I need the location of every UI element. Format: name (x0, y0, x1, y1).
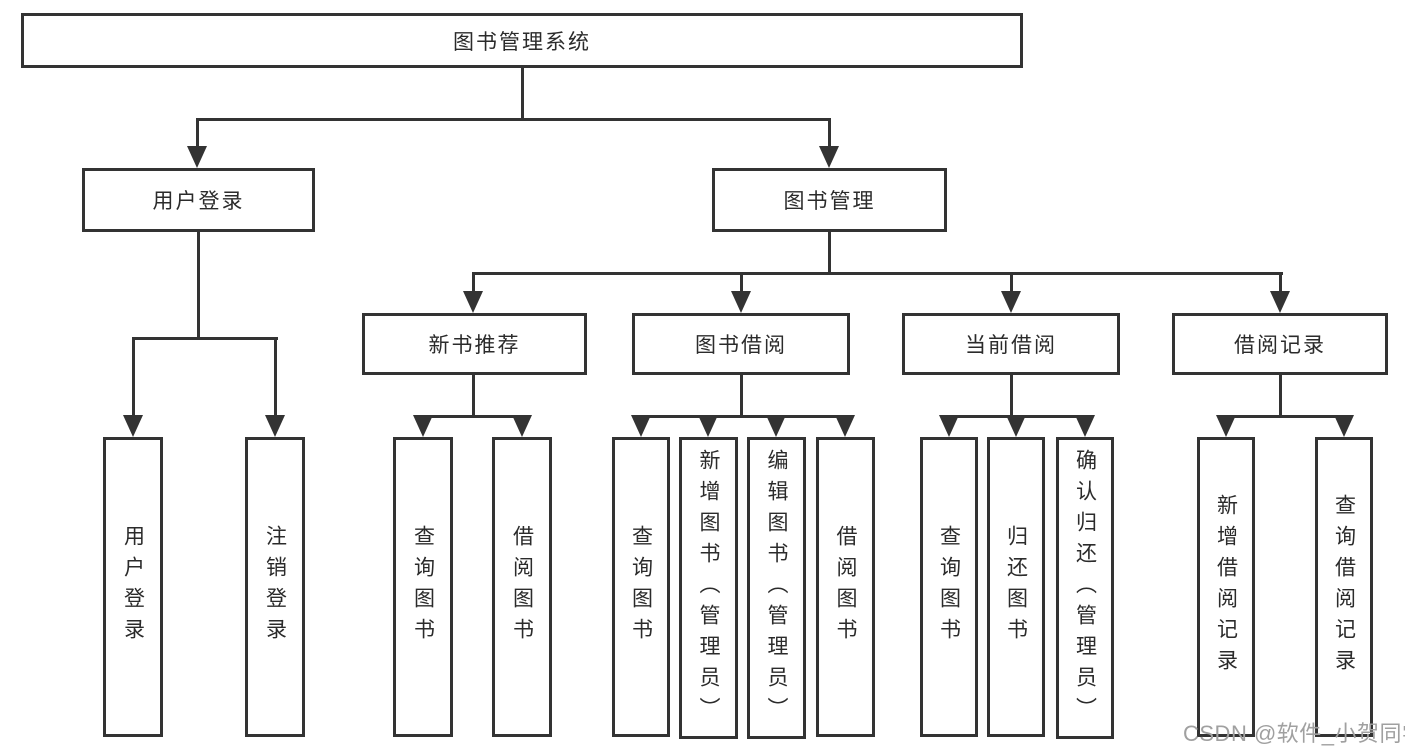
node-borrowing-records: 借阅记录 (1172, 313, 1388, 375)
connector-root-drop-right (828, 118, 831, 148)
connector-book-mgmt-stem (828, 232, 831, 275)
connector-book-mgmt-drop-1 (472, 272, 475, 294)
leaf-borrow-books-borrowing-label: 借阅图书 (834, 525, 857, 649)
leaf-borrow-books-recommend: 借阅图书 (492, 437, 552, 737)
leaf-add-book-admin: 新增图书（管理员） (679, 437, 738, 739)
node-user-login: 用户登录 (82, 168, 315, 232)
connector-root-stem (521, 68, 524, 121)
leaf-return-book-label: 归还图书 (1004, 525, 1028, 649)
leaf-add-book-admin-label: 新增图书（管理员） (697, 448, 720, 728)
connector-current-stem (1010, 375, 1013, 418)
leaf-query-borrow-record: 查询借阅记录 (1315, 437, 1373, 737)
leaf-query-books-current-label: 查询图书 (937, 525, 961, 649)
connector-user-login-stem (197, 232, 200, 339)
arrow-down-icon (731, 291, 751, 313)
leaf-query-borrow-record-label: 查询借阅记录 (1332, 494, 1356, 680)
connector-user-login-split (132, 337, 278, 340)
connector-newrec-stem (472, 375, 475, 418)
node-user-login-label: 用户登录 (152, 190, 245, 213)
arrow-down-icon (939, 415, 959, 437)
csdn-watermark: CSDN @软件_小贺同学 (1183, 721, 1405, 746)
leaf-query-books-current: 查询图书 (920, 437, 978, 737)
arrow-down-icon (631, 415, 651, 437)
connector-user-login-drop-1 (132, 337, 135, 417)
node-book-borrowing: 图书借阅 (632, 313, 850, 375)
arrow-down-icon (187, 146, 207, 168)
arrow-down-icon (1006, 415, 1026, 437)
leaf-borrow-books-borrowing: 借阅图书 (816, 437, 875, 737)
node-borrowing-records-label: 借阅记录 (1234, 334, 1326, 357)
node-new-book-recommend: 新书推荐 (362, 313, 587, 375)
arrow-down-icon (698, 415, 718, 437)
node-new-book-recommend-label: 新书推荐 (428, 334, 521, 357)
arrow-down-icon (463, 291, 483, 313)
connector-newrec-split (422, 415, 525, 418)
leaf-logout-label: 注销登录 (263, 525, 287, 649)
node-book-management-label: 图书管理 (783, 190, 876, 213)
node-current-borrowing: 当前借阅 (902, 313, 1120, 375)
arrow-down-icon (819, 146, 839, 168)
connector-borrowing-stem (740, 375, 743, 418)
arrow-down-icon (1270, 291, 1290, 313)
arrow-down-icon (835, 415, 855, 437)
arrow-down-icon (766, 415, 786, 437)
connector-root-drop-left (196, 118, 199, 148)
leaf-edit-book-admin: 编辑图书（管理员） (747, 437, 806, 739)
arrow-down-icon (413, 415, 433, 437)
connector-book-mgmt-drop-2 (740, 272, 743, 294)
leaf-confirm-return-admin: 确认归还（管理员） (1056, 437, 1114, 739)
arrow-down-icon (123, 415, 143, 437)
connector-book-mgmt-drop-4 (1279, 272, 1282, 294)
leaf-confirm-return-admin-label: 确认归还（管理员） (1073, 448, 1097, 728)
leaf-borrow-books-recommend-label: 借阅图书 (510, 525, 534, 649)
node-root-label: 图书管理系统 (453, 30, 591, 54)
connector-root-split (196, 118, 831, 121)
arrow-down-icon (1334, 415, 1354, 437)
leaf-add-borrow-record: 新增借阅记录 (1197, 437, 1255, 737)
node-book-management: 图书管理 (712, 168, 947, 232)
node-current-borrowing-label: 当前借阅 (965, 334, 1057, 357)
arrow-down-icon (512, 415, 532, 437)
leaf-query-books-borrowing-label: 查询图书 (629, 525, 653, 649)
leaf-edit-book-admin-label: 编辑图书（管理员） (765, 448, 788, 728)
leaf-user-login-label: 用户登录 (121, 525, 145, 649)
connector-records-stem (1279, 375, 1282, 418)
node-book-borrowing-label: 图书借阅 (695, 334, 787, 357)
leaf-return-book: 归还图书 (987, 437, 1045, 737)
node-root: 图书管理系统 (21, 13, 1023, 68)
arrow-down-icon (1001, 291, 1021, 313)
leaf-logout: 注销登录 (245, 437, 305, 737)
connector-records-split (1225, 415, 1347, 418)
arrow-down-icon (265, 415, 285, 437)
connector-user-login-drop-2 (274, 337, 277, 417)
arrow-down-icon (1075, 415, 1095, 437)
leaf-add-borrow-record-label: 新增借阅记录 (1214, 494, 1238, 680)
leaf-query-books-borrowing: 查询图书 (612, 437, 670, 737)
connector-book-mgmt-split (472, 272, 1283, 275)
arrow-down-icon (1216, 415, 1236, 437)
leaf-user-login: 用户登录 (103, 437, 163, 737)
leaf-query-books-recommend: 查询图书 (393, 437, 453, 737)
connector-borrowing-split (640, 415, 848, 418)
leaf-query-books-recommend-label: 查询图书 (411, 525, 435, 649)
connector-book-mgmt-drop-3 (1010, 272, 1013, 294)
